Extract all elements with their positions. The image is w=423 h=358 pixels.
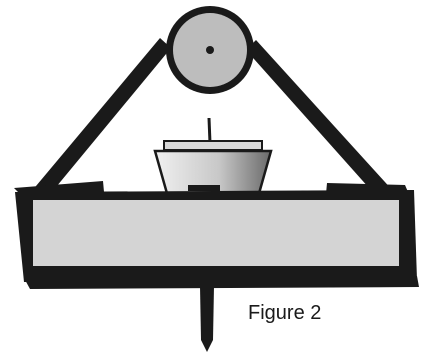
spike	[200, 286, 214, 352]
cup-stick	[207, 117, 212, 144]
cup-slot	[188, 185, 220, 191]
pulley-axle	[206, 46, 214, 54]
block-shadow-bottom	[24, 276, 419, 289]
block-face	[33, 200, 399, 266]
figure-caption: Figure 2	[248, 302, 322, 324]
left-strap	[31, 38, 171, 198]
right-strap	[246, 40, 394, 198]
cup-lid	[163, 140, 263, 151]
